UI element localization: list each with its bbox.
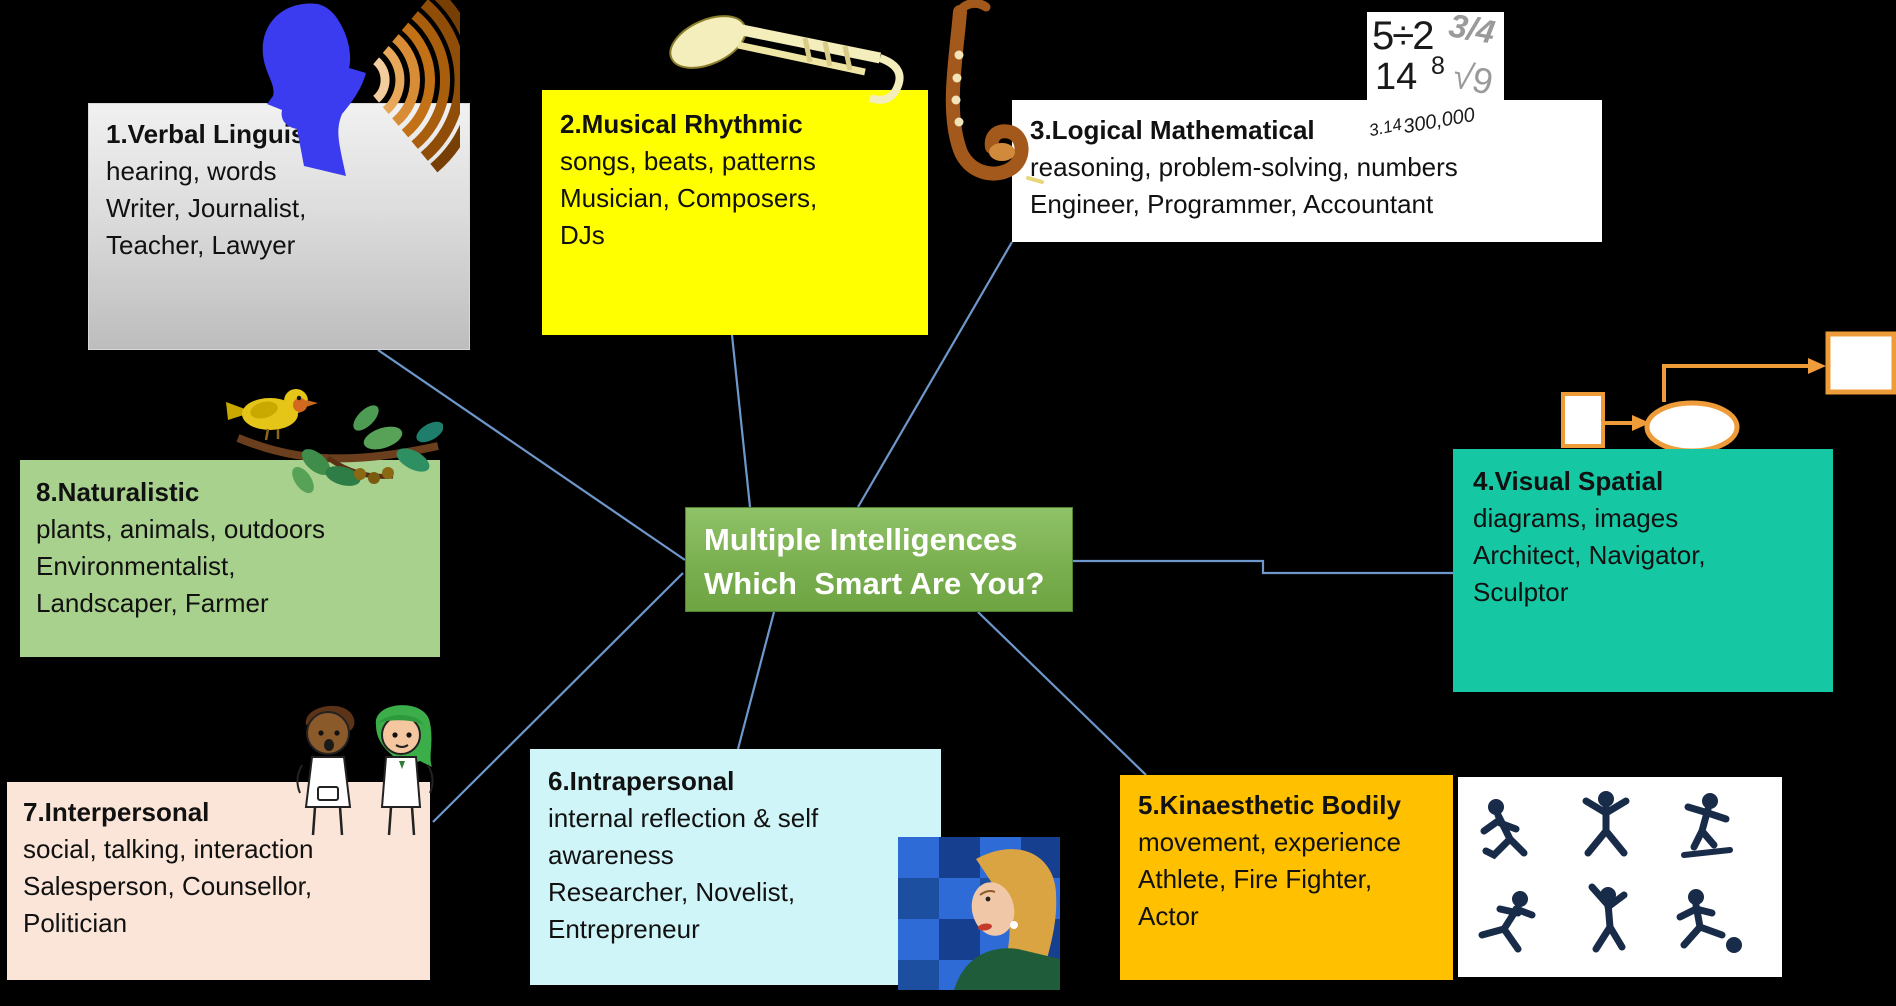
connector-intrapersonal — [736, 611, 776, 750]
box-line: Politician — [23, 908, 128, 938]
math-pi: 3.14 — [1367, 114, 1404, 141]
boy — [296, 705, 355, 836]
box-intrapersonal: 6.Intrapersonal internal reflection & se… — [530, 749, 941, 985]
box-verbal-linguistic: 1.Verbal Linguistic hearing, words Write… — [88, 103, 470, 350]
math-root: √9 — [1449, 54, 1497, 103]
connector-logical — [857, 241, 1013, 508]
sport-silhouettes-image — [1458, 777, 1782, 977]
box-line: Environmentalist, — [36, 551, 236, 581]
dancer-figure — [1582, 791, 1630, 857]
box-visual-spatial: 4.Visual Spatial diagrams, images Archit… — [1453, 449, 1833, 692]
box-line: Engineer, Programmer, Accountant — [1030, 189, 1434, 219]
center-title-line1: Multiple Intelligences — [704, 522, 1018, 557]
runner-figure — [1480, 799, 1528, 860]
snowboarder-figure — [1681, 793, 1733, 858]
sprinter-figure — [1478, 891, 1536, 953]
box-line: Athlete, Fire Fighter, — [1138, 864, 1373, 894]
connector-kinaesthetic — [977, 611, 1147, 776]
two-kids-talking-icon — [296, 705, 434, 836]
box-naturalistic: 8.Naturalistic plants, animals, outdoors… — [20, 460, 440, 657]
box-line: Architect, Navigator, — [1473, 540, 1706, 570]
box-title: 2.Musical Rhythmic — [560, 109, 803, 139]
box-line: internal reflection & self — [548, 803, 819, 833]
center-title-box: Multiple Intelligences Which Smart Are Y… — [685, 507, 1073, 612]
box-line: Actor — [1138, 901, 1199, 931]
box-title: 5.Kinaesthetic Bodily — [1138, 790, 1401, 820]
volleyball-figure — [1588, 883, 1628, 953]
box-line: Teacher, Lawyer — [106, 230, 296, 260]
box-line: hearing, words — [106, 156, 277, 186]
box-line: reasoning, problem-solving, numbers — [1030, 152, 1458, 182]
box-line: Musician, Composers, — [560, 183, 818, 213]
center-title-line2: Which Smart Are You? — [704, 566, 1045, 601]
box-title: 8.Naturalistic — [36, 477, 200, 507]
math-fraction: 3/4 — [1446, 6, 1498, 51]
thinking-woman-image — [898, 837, 1060, 990]
box-line: Entrepreneur — [548, 914, 700, 944]
box-line: Salesperson, Counsellor, — [23, 871, 313, 901]
box-title: 3.Logical Mathematical — [1030, 115, 1315, 145]
box-line: plants, animals, outdoors — [36, 514, 326, 544]
flowchart-shapes-icon — [1561, 331, 1896, 454]
connector-visual — [1073, 559, 1453, 575]
box-line: DJs — [560, 220, 605, 250]
box-line: movement, experience — [1138, 827, 1402, 857]
trumpet — [669, 15, 904, 104]
box-title: 7.Interpersonal — [23, 797, 210, 827]
connector-verbal — [377, 349, 686, 561]
girl — [375, 705, 434, 836]
box-line: Writer, Journalist, — [106, 193, 307, 223]
saxophone — [945, 0, 1044, 184]
trumpet-saxophone-icon — [669, 0, 1044, 184]
box-title: 6.Intrapersonal — [548, 766, 735, 796]
bird — [226, 389, 318, 441]
soccer-figure — [1676, 889, 1742, 953]
speaking-head-icon — [262, 0, 460, 176]
connector-interpersonal — [432, 572, 684, 823]
math-fourteen: 14 — [1375, 56, 1418, 98]
box-musical-rhythmic: 2.Musical Rhythmic songs, beats, pattern… — [542, 90, 928, 335]
box-line: Sculptor — [1473, 577, 1569, 607]
box-title: 4.Visual Spatial — [1473, 466, 1664, 496]
box-line: Landscaper, Farmer — [36, 588, 269, 618]
box-kinaesthetic-bodily: 5.Kinaesthetic Bodily movement, experien… — [1120, 775, 1453, 980]
math-exponent: 8 — [1431, 52, 1445, 80]
math-division: 5÷2 — [1372, 14, 1434, 58]
connector-musical — [730, 334, 752, 508]
box-line: diagrams, images — [1473, 503, 1679, 533]
math-big-number: 300,000 — [1401, 103, 1477, 139]
box-interpersonal: 7.Interpersonal social, talking, interac… — [7, 782, 430, 980]
box-line: songs, beats, patterns — [560, 146, 816, 176]
math-numbers-icon: 5÷2 3/4 14 8 √9 3.14 300,000 — [1367, 6, 1504, 154]
box-line: awareness — [548, 840, 674, 870]
bird-on-branch-icon — [226, 389, 443, 494]
box-logical-mathematical: 3.Logical Mathematical reasoning, proble… — [1012, 100, 1602, 242]
box-line: social, talking, interaction — [23, 834, 314, 864]
box-line: Researcher, Novelist, — [548, 877, 796, 907]
connector-lines — [377, 241, 1453, 823]
